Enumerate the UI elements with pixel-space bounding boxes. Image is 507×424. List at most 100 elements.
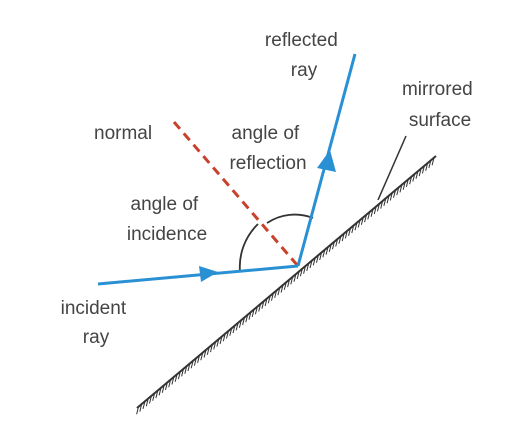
mirror-hatch-mark — [335, 238, 339, 247]
mirror-hatch-mark — [360, 217, 364, 225]
reflected-ray-label: reflected ray — [265, 30, 343, 81]
mirror-hatch-mark — [238, 319, 242, 328]
mirror-hatch-mark — [242, 317, 245, 326]
mirror-hatch-mark — [142, 401, 146, 410]
mirror-hatch-mark — [341, 233, 345, 242]
reflected-ray-arrowhead — [317, 150, 336, 172]
mirror-hatch-mark — [344, 230, 348, 239]
mirror-hatch-mark — [203, 349, 207, 358]
mirror-hatch-mark — [210, 344, 213, 353]
mirror-hatch-mark — [386, 195, 390, 204]
mirror-hatch-mark — [431, 157, 435, 166]
mirror-hatch-mark — [229, 328, 233, 336]
mirror-hatch-mark — [396, 187, 400, 196]
mirror-hatch-mark — [405, 179, 409, 188]
mirrored-surface-label: mirrored surface — [402, 79, 478, 131]
mirror-hatch-mark — [190, 360, 194, 369]
mirror-hatch-mark — [409, 176, 412, 185]
mirror-hatch-mark — [171, 376, 175, 385]
mirror-hatch-mark — [213, 341, 217, 350]
mirror-hatch-mark — [316, 254, 319, 263]
incident-ray-line — [97, 264, 299, 286]
angle-of-incidence-arc — [238, 223, 259, 273]
mirror-hatch-mark — [377, 203, 380, 212]
mirror-hatch-mark — [168, 379, 172, 388]
mirror-hatch-mark — [184, 365, 188, 374]
mirror-hatch-mark — [428, 160, 432, 169]
mirror-hatch-mark — [158, 387, 162, 396]
mirror-hatch-mark — [187, 363, 191, 372]
mirror-hatch-mark — [367, 211, 371, 220]
mirror-hatch-mark — [139, 403, 143, 412]
mirror-hatch-mark — [290, 276, 294, 285]
mirror-hatch-mark — [197, 355, 200, 364]
normal-line — [172, 121, 300, 267]
mirror-hatch-mark — [412, 173, 416, 182]
mirror-hatch-mark — [219, 336, 223, 345]
mirror-hatch-mark — [232, 325, 236, 334]
mirror-hatch-mark — [165, 382, 168, 391]
mirror-hatch-mark — [216, 338, 220, 347]
mirror-hatch-mark — [287, 279, 290, 288]
mirror-hatch-mark — [351, 225, 355, 234]
mirror-hatch-mark — [325, 246, 329, 255]
mirror-hatch-mark — [200, 352, 204, 361]
mirror-hatch-mark — [399, 184, 403, 193]
mirror-hatch-mark — [177, 371, 181, 380]
mirror-hatch-mark — [280, 284, 284, 293]
incident-ray-label: incident ray — [61, 298, 132, 348]
mirror-hatch-mark — [332, 241, 335, 250]
mirror-hatch-mark — [293, 273, 297, 282]
mirror-hatch-mark — [299, 268, 303, 277]
mirror-hatch-mark — [248, 311, 252, 320]
mirror-hatch-mark — [319, 252, 323, 261]
mirror-hatch-mark — [421, 165, 425, 174]
mirror-hatch-mark — [425, 162, 429, 171]
mirror-hatch-mark — [145, 398, 149, 407]
mirror-hatch-mark — [245, 314, 249, 323]
mirror-hatch-mark — [193, 357, 197, 366]
mirror-hatching — [136, 157, 435, 415]
mirror-hatch-mark — [136, 406, 139, 415]
mirror-hatch-mark — [226, 330, 229, 339]
mirror-hatch-mark — [328, 244, 332, 253]
mirror-hatch-mark — [277, 287, 281, 296]
mirror-hatch-mark — [348, 227, 351, 236]
mirror-hatch-mark — [174, 374, 178, 382]
mirror-hatch-mark — [402, 181, 406, 190]
mirror-hatch-mark — [380, 200, 384, 209]
mirror-hatch-mark — [393, 190, 396, 198]
mirror-hatch-mark — [383, 198, 387, 207]
mirror-hatch-mark — [373, 206, 377, 215]
mirror-hatch-mark — [283, 282, 287, 290]
mirror-hatch-mark — [338, 236, 342, 244]
mirror-hatch-mark — [357, 219, 361, 228]
mirror-hatch-mark — [370, 208, 374, 217]
mirror-hatch-mark — [222, 333, 226, 342]
mirror-hatch-mark — [258, 303, 262, 312]
mirror-hatch-mark — [389, 192, 393, 201]
mirror-hatch-mark — [296, 271, 300, 280]
mirror-hatch-mark — [251, 309, 255, 318]
mirror-hatch-mark — [415, 171, 419, 179]
mirror-hatch-mark — [364, 214, 367, 223]
mirror-hatch-mark — [261, 301, 265, 309]
mirror-hatch-mark — [322, 249, 326, 258]
mirror-hatch-mark — [312, 257, 316, 266]
mirror-hatch-mark — [309, 260, 313, 269]
mirror-hatch-mark — [152, 393, 156, 401]
angle-of-reflection-label: angle of reflection — [229, 123, 306, 174]
normal-label: normal — [94, 123, 152, 144]
mirror-hatch-mark — [254, 306, 258, 315]
mirror-hatch-mark — [306, 263, 310, 272]
mirror-hatch-mark — [155, 390, 159, 399]
angle-of-reflection-arc — [266, 213, 314, 224]
mirror-hatch-mark — [274, 290, 278, 299]
incident-ray-arrowhead — [199, 266, 218, 282]
angle-of-incidence-label: angle of incidence — [127, 194, 207, 245]
mirror-hatch-mark — [161, 384, 165, 393]
mirror-hatch-mark — [264, 298, 268, 307]
mirror-hatch-mark — [354, 222, 358, 231]
mirror-hatch-mark — [181, 368, 184, 377]
